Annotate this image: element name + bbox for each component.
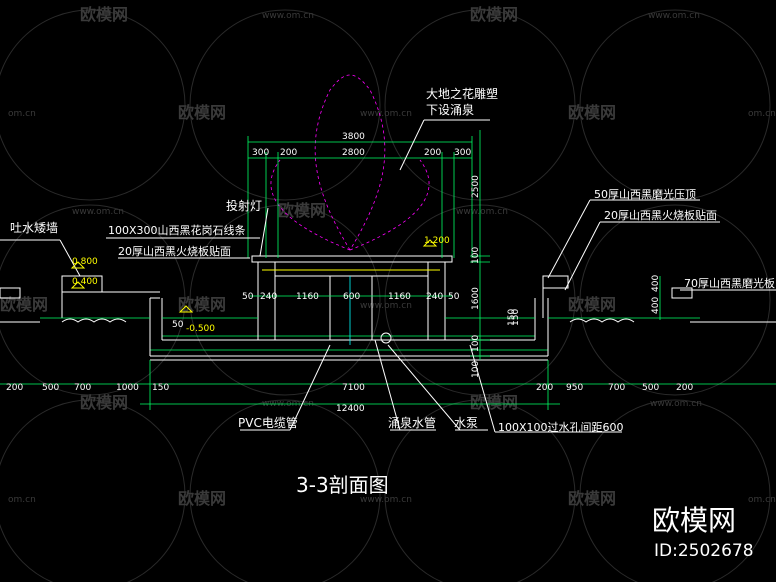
dim-label: 50 bbox=[242, 292, 254, 302]
label-spotlight: 投射灯 bbox=[226, 198, 262, 213]
watermark-brand: 欧模网 bbox=[178, 489, 226, 508]
label-drain-holes: 100X100过水孔间距600 bbox=[498, 421, 624, 434]
dim-label: 500 bbox=[642, 383, 659, 393]
dim-label: 50 bbox=[172, 320, 184, 330]
watermark-url: www.om.cn bbox=[456, 207, 508, 217]
watermark-brand: 欧模网 bbox=[80, 393, 128, 412]
watermark-brand: 欧模网 bbox=[470, 5, 518, 24]
dim-label: 500 bbox=[42, 383, 59, 393]
dim-label: 1000 bbox=[116, 383, 139, 393]
dim-label: 100 bbox=[471, 335, 481, 352]
dim-label: 150 bbox=[152, 383, 169, 393]
dim-label: 700 bbox=[608, 383, 625, 393]
dim-label: 240 bbox=[260, 292, 277, 302]
dim-label: 100 bbox=[471, 361, 481, 378]
dim-label: 240 bbox=[426, 292, 443, 302]
dim-label: 7100 bbox=[342, 383, 365, 393]
dim-label: 400 bbox=[651, 297, 661, 314]
dim-label: 600 bbox=[343, 292, 360, 302]
label-fire-panel-left: 20厚山西黑火烧板贴面 bbox=[118, 244, 231, 258]
brand-block: 欧模网 ID:2502678 bbox=[652, 504, 754, 561]
watermark-url: www.om.cn bbox=[72, 207, 124, 217]
dim-label: 2800 bbox=[342, 148, 365, 158]
dim-label: 400 bbox=[651, 275, 661, 292]
dim-label: 3800 bbox=[342, 132, 365, 142]
dim-label: 200 bbox=[676, 383, 693, 393]
dim-label: 2500 bbox=[471, 175, 481, 198]
dim-label: 300 bbox=[252, 148, 269, 158]
watermark-url: om.cn bbox=[748, 495, 776, 505]
watermark-brand: 欧模网 bbox=[470, 393, 518, 412]
watermark-url: www.om.cn bbox=[360, 495, 412, 505]
dim-label: 200 bbox=[6, 383, 23, 393]
watermark-url: om.cn bbox=[748, 109, 776, 119]
watermark-brand: 欧模网 bbox=[80, 5, 128, 24]
label-sculpture: 大地之花雕塑 bbox=[426, 86, 498, 101]
dimension-lines bbox=[0, 119, 776, 433]
top-dimensions: 3800 2800 300 200 200 300 bbox=[252, 132, 471, 158]
elevation-label: 1.200 bbox=[424, 236, 450, 246]
dim-label: 150 bbox=[507, 309, 517, 326]
dim-label: 1600 bbox=[471, 287, 481, 310]
dim-label: 300 bbox=[454, 148, 471, 158]
watermark-url: www.om.cn bbox=[648, 11, 700, 21]
watermark-brand: 欧模网 bbox=[178, 295, 226, 314]
watermark-url: om.cn bbox=[8, 495, 36, 505]
elevation-label: 0.800 bbox=[72, 257, 98, 267]
watermark-url: www.om.cn bbox=[650, 399, 702, 409]
watermark-brand: 欧模网 bbox=[278, 201, 326, 220]
elevation-label: -0.500 bbox=[186, 324, 215, 334]
watermark-brand: 欧模网 bbox=[568, 295, 616, 314]
dim-label: 200 bbox=[424, 148, 441, 158]
brand-logo: 欧模网 bbox=[652, 504, 736, 537]
watermark-brand: 欧模网 bbox=[0, 295, 48, 314]
watermark-brand: 欧模网 bbox=[568, 489, 616, 508]
label-pvc: PVC电缆管 bbox=[238, 415, 298, 430]
dim-label: 700 bbox=[74, 383, 91, 393]
label-granite-line: 100X300山西黑花岗石线条 bbox=[108, 223, 246, 237]
dim-label: 200 bbox=[536, 383, 553, 393]
elevation-labels: 0.800 0.400 1.200 -0.500 bbox=[72, 236, 450, 334]
watermark-url: www.om.cn bbox=[262, 11, 314, 21]
label-fountain-pipe: 涌泉水管 bbox=[388, 415, 436, 430]
dim-label: 150 bbox=[511, 309, 521, 326]
watermark-brand: 欧模网 bbox=[568, 103, 616, 122]
brand-id: ID:2502678 bbox=[654, 541, 754, 561]
dim-label: 950 bbox=[566, 383, 583, 393]
watermark-brand: 欧模网 bbox=[178, 103, 226, 122]
dim-label: 1160 bbox=[296, 292, 319, 302]
dim-label: 200 bbox=[280, 148, 297, 158]
elevation-label: 0.400 bbox=[72, 277, 98, 287]
watermark-url: www.om.cn bbox=[360, 109, 412, 119]
dim-label: 12400 bbox=[336, 404, 365, 414]
inner-dimensions: 50 240 1160 600 1160 240 50 50 150 bbox=[172, 292, 517, 330]
label-coping: 50厚山西黑磨光压顶 bbox=[594, 187, 696, 201]
label-fire-panel-right: 20厚山西黑火烧板贴面 bbox=[604, 208, 717, 222]
watermark-url: www.om.cn bbox=[360, 301, 412, 311]
dim-label: 100 bbox=[471, 247, 481, 264]
watermark-circles bbox=[0, 9, 771, 582]
callouts: 大地之花雕塑 下设涌泉 投射灯 吐水矮墙 100X300山西黑花岗石线条 20厚… bbox=[10, 86, 775, 497]
label-spit-wall: 吐水矮墙 bbox=[10, 221, 58, 235]
bottom-dimensions: 200 500 700 1000 150 7100 200 950 700 50… bbox=[6, 383, 693, 414]
label-polished-right: 70厚山西黑磨光板 bbox=[684, 276, 775, 290]
label-pump: 水泵 bbox=[454, 416, 478, 430]
watermark-url: om.cn bbox=[8, 109, 36, 119]
dim-label: 1160 bbox=[388, 292, 411, 302]
dim-label: 50 bbox=[448, 292, 460, 302]
drawing-title: 3-3剖面图 bbox=[296, 473, 389, 497]
label-fountain-under: 下设涌泉 bbox=[426, 103, 474, 117]
vertical-dimensions: 2500 100 1600 100 150 100 400 400 bbox=[471, 175, 661, 378]
watermarks: 欧模网 www.om.cn 欧模网 www.om.cn om.cn 欧模网 ww… bbox=[0, 5, 776, 508]
